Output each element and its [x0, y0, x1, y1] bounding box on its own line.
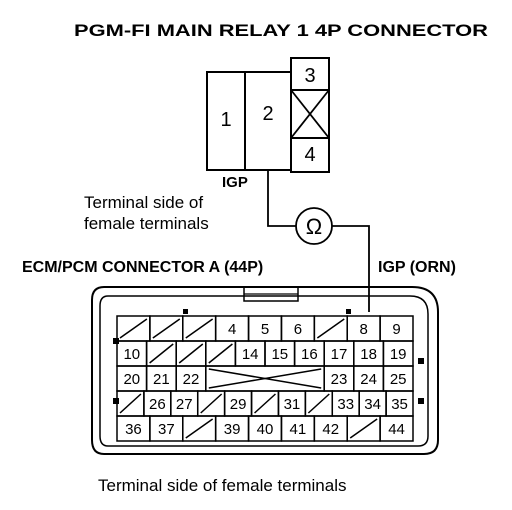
ecm-terminal-cell: 34 — [358, 390, 387, 417]
ecm-terminal-number: 10 — [123, 346, 140, 363]
relay-blocked-cavity — [290, 89, 330, 139]
ecm-test-lead — [332, 225, 370, 312]
ecm-terminal-number: 5 — [261, 321, 269, 338]
ecm-terminal-cell: 22 — [175, 365, 207, 392]
ecm-terminal-number: 35 — [391, 396, 408, 413]
ecm-terminal-cell: 42 — [313, 415, 348, 442]
ecm-connector-housing — [91, 286, 439, 455]
ecm-terminal-number: 17 — [331, 346, 348, 363]
ecm-terminal-cell: 36 — [116, 415, 151, 442]
relay-test-lead — [267, 170, 296, 227]
ecm-unused-terminal — [116, 390, 145, 417]
ecm-terminal-cell: 29 — [223, 390, 253, 417]
ecm-terminal-number: 21 — [153, 371, 170, 388]
ecm-terminal-cell: 24 — [353, 365, 385, 392]
ecm-terminal-cell: 4 — [214, 315, 250, 342]
ecm-terminal-cell: 6 — [280, 315, 316, 342]
ecm-terminal-cell: 14 — [234, 340, 266, 367]
ecm-terminal-cell: 35 — [385, 390, 414, 417]
ecm-terminal-cell: 20 — [116, 365, 148, 392]
ohm-symbol: Ω — [306, 214, 322, 239]
ecm-terminal-cell: 44 — [379, 415, 414, 442]
ecm-title: ECM/PCM CONNECTOR A (44P) — [22, 259, 263, 276]
ecm-unused-terminal — [182, 315, 217, 342]
relay-pin-2: 2 — [262, 103, 273, 125]
ecm-terminal-grid: 4 5 6 8 9 10 14 15 16 17 18 19 20 21 22 23 24 25 26 27 29 31 3… — [116, 315, 414, 442]
ecm-terminal-number: 24 — [360, 371, 377, 388]
relay-title: PGM-FI MAIN RELAY 1 4P CONNECTOR — [74, 21, 488, 40]
ecm-terminal-number: 4 — [228, 321, 236, 338]
ecm-terminal-cell: 18 — [353, 340, 385, 367]
ecm-terminal-number: 23 — [331, 371, 348, 388]
ecm-terminal-cell: 25 — [382, 365, 414, 392]
ecm-terminal-cell: 37 — [149, 415, 184, 442]
ecm-unused-terminal — [304, 390, 334, 417]
ecm-terminal-cell: 39 — [214, 415, 250, 442]
ecm-wire-label: IGP (ORN) — [378, 259, 456, 276]
ecm-blank-block — [205, 365, 325, 392]
relay-terminal-note-line1: Terminal side of — [84, 193, 203, 212]
ecm-terminal-number: 27 — [176, 396, 193, 413]
ecm-terminal-number: 8 — [359, 321, 367, 338]
ecm-terminal-number: 6 — [294, 321, 302, 338]
ecm-terminal-number: 25 — [390, 371, 407, 388]
ecm-terminal-cell: 23 — [323, 365, 355, 392]
ecm-terminal-number: 39 — [224, 421, 241, 438]
ecm-unused-terminal — [145, 340, 177, 367]
ecm-unused-terminal — [149, 315, 184, 342]
ecm-unused-terminal — [182, 415, 217, 442]
ecm-terminal-number: 44 — [388, 421, 405, 438]
relay-connector: 1 2 3 4 — [206, 57, 330, 173]
ecm-terminal-number: 16 — [301, 346, 318, 363]
ecm-terminal-cell: 31 — [277, 390, 307, 417]
relay-pin-4: 4 — [304, 144, 315, 166]
ecm-terminal-cell: 19 — [382, 340, 414, 367]
ecm-terminal-number: 34 — [364, 396, 381, 413]
ecm-unused-terminal — [313, 315, 348, 342]
ecm-terminal-number: 15 — [271, 346, 288, 363]
ohmmeter-icon: Ω — [295, 207, 333, 245]
ecm-terminal-number: 37 — [158, 421, 175, 438]
ecm-terminal-number: 40 — [257, 421, 274, 438]
ecm-terminal-number: 14 — [242, 346, 259, 363]
ecm-terminal-cell: 10 — [116, 340, 148, 367]
ecm-terminal-cell: 26 — [143, 390, 172, 417]
ecm-unused-terminal — [346, 415, 381, 442]
ecm-terminal-number: 41 — [290, 421, 307, 438]
ecm-terminal-number: 18 — [360, 346, 377, 363]
ecm-terminal-number: 20 — [123, 371, 140, 388]
ecm-terminal-cell: 17 — [323, 340, 355, 367]
relay-pin-3: 3 — [304, 65, 315, 87]
ecm-unused-terminal — [175, 340, 207, 367]
ecm-unused-terminal — [196, 390, 226, 417]
ecm-terminal-number: 36 — [125, 421, 142, 438]
ecm-terminal-number: 26 — [149, 396, 166, 413]
ecm-terminal-number: 31 — [284, 396, 301, 413]
ecm-terminal-cell: 21 — [145, 365, 177, 392]
ecm-terminal-cell: 8 — [346, 315, 381, 342]
ecm-terminal-cell: 16 — [293, 340, 325, 367]
ecm-terminal-cell: 15 — [264, 340, 296, 367]
ecm-terminal-number: 22 — [183, 371, 200, 388]
ecm-terminal-cell: 33 — [331, 390, 360, 417]
ecm-terminal-cell: 5 — [247, 315, 283, 342]
ecm-terminal-number: 33 — [337, 396, 354, 413]
ecm-terminal-cell: 41 — [280, 415, 316, 442]
ecm-unused-terminal — [116, 315, 151, 342]
ecm-terminal-cell: 40 — [247, 415, 283, 442]
ecm-terminal-number: 9 — [392, 321, 400, 338]
ecm-terminal-cell: 9 — [379, 315, 414, 342]
ecm-terminal-cell: 27 — [170, 390, 199, 417]
relay-wire-label: IGP — [222, 174, 248, 191]
ecm-terminal-number: 19 — [390, 346, 407, 363]
ecm-terminal-number: 29 — [230, 396, 247, 413]
relay-pin-1: 1 — [220, 109, 231, 131]
relay-terminal-note-line2: female terminals — [84, 214, 209, 233]
ecm-unused-terminal — [205, 340, 237, 367]
ecm-terminal-number: 42 — [322, 421, 339, 438]
ecm-footer: Terminal side of female terminals — [98, 476, 346, 495]
ecm-unused-terminal — [250, 390, 280, 417]
